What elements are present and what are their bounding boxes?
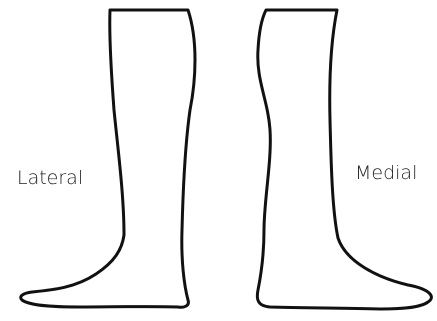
medial-leg-outline [257,10,431,309]
medial-label: Medial [355,164,417,183]
lateral-leg-outline [21,10,195,307]
lateral-label: Lateral [17,169,83,188]
